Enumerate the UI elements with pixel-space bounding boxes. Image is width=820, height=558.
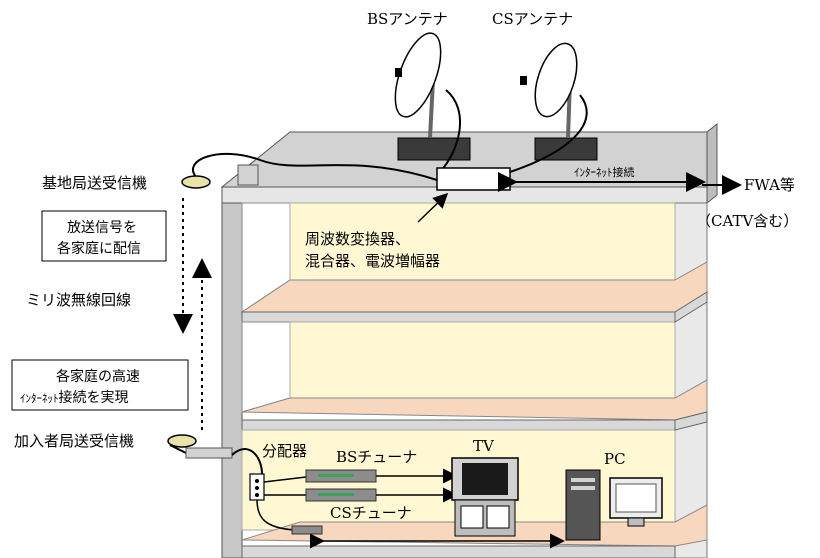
- converter-box: [436, 167, 511, 191]
- subscriber-cable: [231, 448, 263, 475]
- pc-label: PC: [604, 450, 626, 468]
- subscriber-station-label: 加入者局送受信機: [14, 432, 134, 450]
- roof-right-side: [706, 122, 718, 205]
- cs-tuner-label: CSチューナ: [330, 504, 412, 522]
- broadcast-box: [41, 210, 167, 262]
- base-station-dish: [181, 175, 211, 189]
- room-middle: [241, 321, 291, 413]
- internet-box: [11, 359, 189, 411]
- lan-modem: [291, 525, 323, 535]
- subscriber-dish: [167, 434, 197, 448]
- equipment-pointer: [417, 192, 449, 223]
- millimeter-link-label: ミリ波無線回線: [26, 291, 131, 309]
- base-station-cable: [192, 152, 438, 181]
- bs-antenna: [394, 32, 471, 161]
- right-side-wall: [674, 202, 708, 558]
- catv-label: （CATV含む）: [696, 212, 798, 230]
- splitter-label: 分配器: [262, 442, 307, 460]
- tv-set: [451, 457, 519, 537]
- internet-box-line2-prefix: ｲﾝﾀｰﾈｯﾄ: [20, 392, 59, 405]
- bs-tuner-label: BSチューナ: [336, 448, 417, 466]
- internet-box-line2: ｲﾝﾀｰﾈｯﾄ接続を実現: [20, 389, 129, 406]
- internet-connection-label: ｲﾝﾀｰﾈｯﾄ接続: [574, 165, 635, 179]
- bs-antenna-base: [397, 137, 471, 161]
- broadcast-box-line1: 放送信号を: [67, 220, 137, 236]
- equipment-label-2: 混合器、電波増幅器: [305, 252, 440, 270]
- cs-antenna-label: CSアンテナ: [492, 10, 573, 28]
- cs-dish: [534, 42, 578, 118]
- fwa-label: FWA等: [744, 176, 795, 194]
- cs-cable: [509, 94, 588, 173]
- tv-label: TV: [473, 437, 495, 455]
- broadcast-box-line2: 各家庭に配信: [57, 240, 141, 257]
- cs-antenna-base: [534, 137, 598, 161]
- room-top-back: [289, 202, 676, 281]
- internet-box-line2-suffix: 接続を実現: [59, 389, 129, 406]
- bs-cable: [439, 89, 461, 173]
- room-middle-back: [289, 321, 676, 399]
- pc-set: [565, 469, 663, 541]
- base-station-label: 基地局送受信機: [42, 174, 147, 192]
- building: [220, 122, 718, 558]
- internet-box-line1: 各家庭の高速: [56, 368, 140, 385]
- left-wall: [221, 202, 243, 558]
- equipment-label-1: 周波数変換器、: [305, 230, 410, 248]
- bs-antenna-label: BSアンテナ: [367, 10, 448, 28]
